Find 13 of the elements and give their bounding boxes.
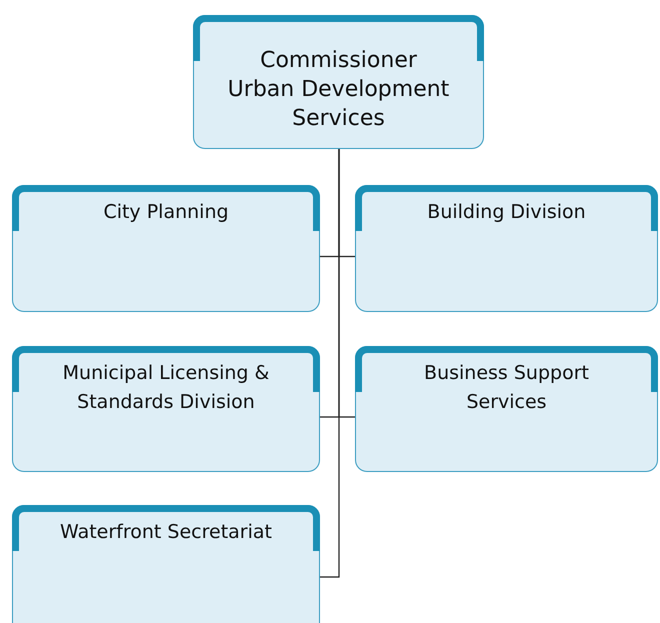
unit-name: City Planning [102,200,230,225]
org-unit-box [193,15,484,149]
org-unit-box [355,346,658,472]
org-unit-box [355,185,658,312]
connector-line [320,149,340,578]
org-unit-box [12,346,320,472]
org-unit-box [12,185,320,312]
unit-name: Commissioner Urban Development Services [226,47,450,133]
unit-name: Waterfront Secretariat [59,520,273,545]
unit-name: Business Support Services [423,361,590,415]
unit-name: Municipal Licensing & Standards Division [62,361,270,415]
unit-name: Building Division [426,200,587,225]
org-unit-box [12,505,320,623]
